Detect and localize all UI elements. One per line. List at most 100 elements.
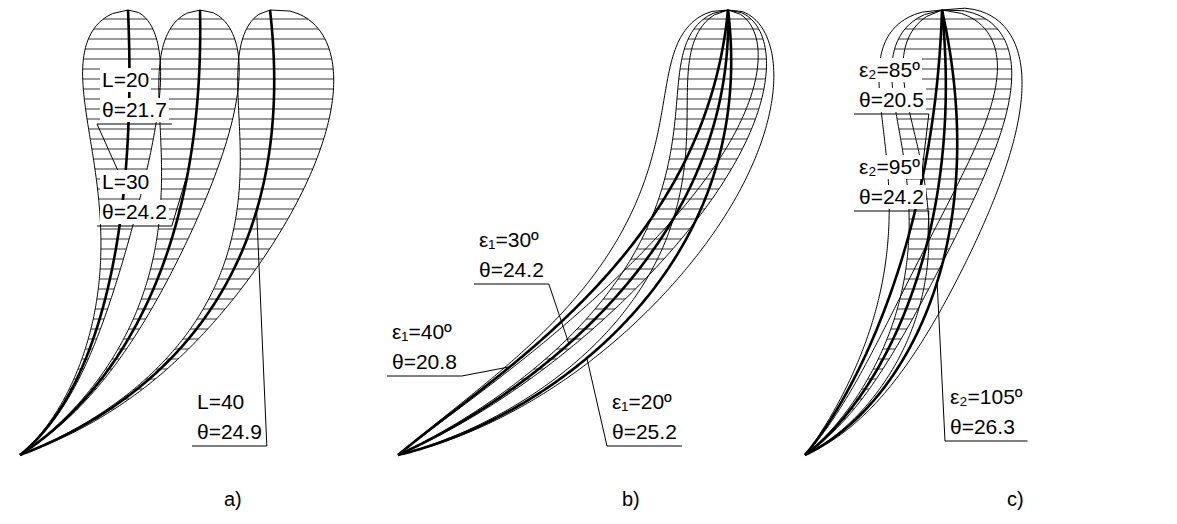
hatch-line — [396, 39, 768, 40]
hatch-line — [18, 229, 163, 230]
hatch-line — [396, 89, 768, 90]
hatch-line — [18, 59, 336, 60]
hatch-line — [18, 309, 336, 310]
panel-letter: a) — [222, 487, 244, 511]
hatch-line — [803, 369, 1014, 370]
hatch-line — [803, 359, 1014, 360]
hatch-line — [396, 69, 768, 70]
hatch-line — [18, 19, 241, 20]
hatch-line — [803, 219, 1014, 220]
hatch-line — [18, 279, 241, 280]
hatch-line — [18, 59, 163, 60]
hatch-line — [396, 379, 768, 380]
hatch-line — [396, 169, 768, 170]
hatch-line — [18, 249, 163, 250]
hatch-line — [396, 209, 768, 210]
hatch-line — [18, 229, 336, 230]
hatch-line — [803, 269, 1014, 270]
hatch-line — [18, 359, 241, 360]
hatch-line — [803, 29, 1014, 30]
hatch-line — [18, 399, 163, 400]
hatch-line — [803, 19, 1014, 20]
hatch-line — [18, 259, 163, 260]
leader-lines — [97, 114, 1028, 446]
hatch-line — [18, 409, 163, 410]
hatch-line — [18, 189, 336, 190]
hatch-line — [18, 99, 336, 100]
hatch-line — [396, 159, 768, 160]
hatch-line — [18, 369, 163, 370]
hatch-line — [18, 59, 241, 60]
hatch-line — [396, 289, 768, 290]
hatch-line — [18, 29, 163, 30]
blade-profile — [396, 10, 768, 455]
hatch-line — [18, 39, 163, 40]
blade-profile — [18, 10, 163, 455]
hatch-line — [18, 289, 241, 290]
hatch-line — [18, 389, 336, 390]
hatch-line — [18, 279, 163, 280]
panel-letter: b) — [620, 487, 642, 511]
hatch-line — [396, 189, 768, 190]
camber-line — [20, 10, 274, 455]
leader-line — [854, 114, 929, 191]
leader-line — [854, 211, 929, 240]
hatch-line — [396, 409, 768, 410]
hatch-line — [396, 109, 768, 110]
leader-line — [587, 358, 682, 446]
hatch-line — [18, 319, 336, 320]
hatch-line — [18, 429, 163, 430]
parameter-label: L=20 — [100, 68, 151, 92]
hatch-line — [803, 39, 1014, 40]
hatch-line — [396, 49, 768, 50]
hatch-line — [18, 409, 336, 410]
hatch-line — [396, 79, 768, 80]
hatch-line — [18, 89, 336, 90]
parameter-label: ε₂=105º — [948, 385, 1025, 409]
hatch-line — [18, 159, 241, 160]
angle-label: θ=24.9 — [195, 420, 264, 444]
section-hatching — [18, 19, 241, 449]
hatch-line — [18, 259, 336, 260]
hatch-line — [18, 369, 336, 370]
hatch-line — [18, 239, 336, 240]
hatch-line — [18, 39, 336, 40]
hatch-line — [18, 439, 336, 440]
parameter-label: ε₁=30º — [477, 228, 541, 252]
hatch-line — [396, 179, 768, 180]
hatch-line — [18, 289, 336, 290]
hatch-line — [18, 289, 163, 290]
hatch-line — [803, 119, 1014, 120]
hatch-line — [18, 339, 336, 340]
hatch-line — [396, 389, 768, 390]
hatch-line — [18, 249, 336, 250]
hatch-line — [18, 239, 241, 240]
hatch-line — [803, 149, 1014, 150]
hatch-line — [396, 239, 768, 240]
hatch-line — [396, 259, 768, 260]
angle-label: θ=24.2 — [100, 200, 169, 224]
hatch-line — [18, 139, 241, 140]
section-hatching — [18, 19, 336, 449]
hatch-line — [396, 449, 768, 450]
hatch-line — [18, 149, 336, 150]
hatch-line — [18, 79, 336, 80]
hatch-line — [396, 59, 768, 60]
blade-profile — [398, 10, 758, 455]
hatch-line — [396, 149, 768, 150]
hatch-line — [18, 429, 336, 430]
hatch-line — [18, 49, 163, 50]
hatch-line — [18, 379, 241, 380]
panel-letter: c) — [1005, 487, 1026, 511]
hatch-line — [18, 179, 336, 180]
angle-label: θ=26.3 — [948, 415, 1017, 439]
hatch-line — [396, 219, 768, 220]
parameter-label: L=30 — [100, 170, 151, 194]
hatch-line — [396, 29, 768, 30]
hatch-line — [803, 139, 1014, 140]
hatch-line — [18, 129, 241, 130]
hatch-line — [803, 259, 1014, 260]
hatch-line — [803, 349, 1014, 350]
hatch-line — [396, 309, 768, 310]
hatch-line — [18, 159, 336, 160]
